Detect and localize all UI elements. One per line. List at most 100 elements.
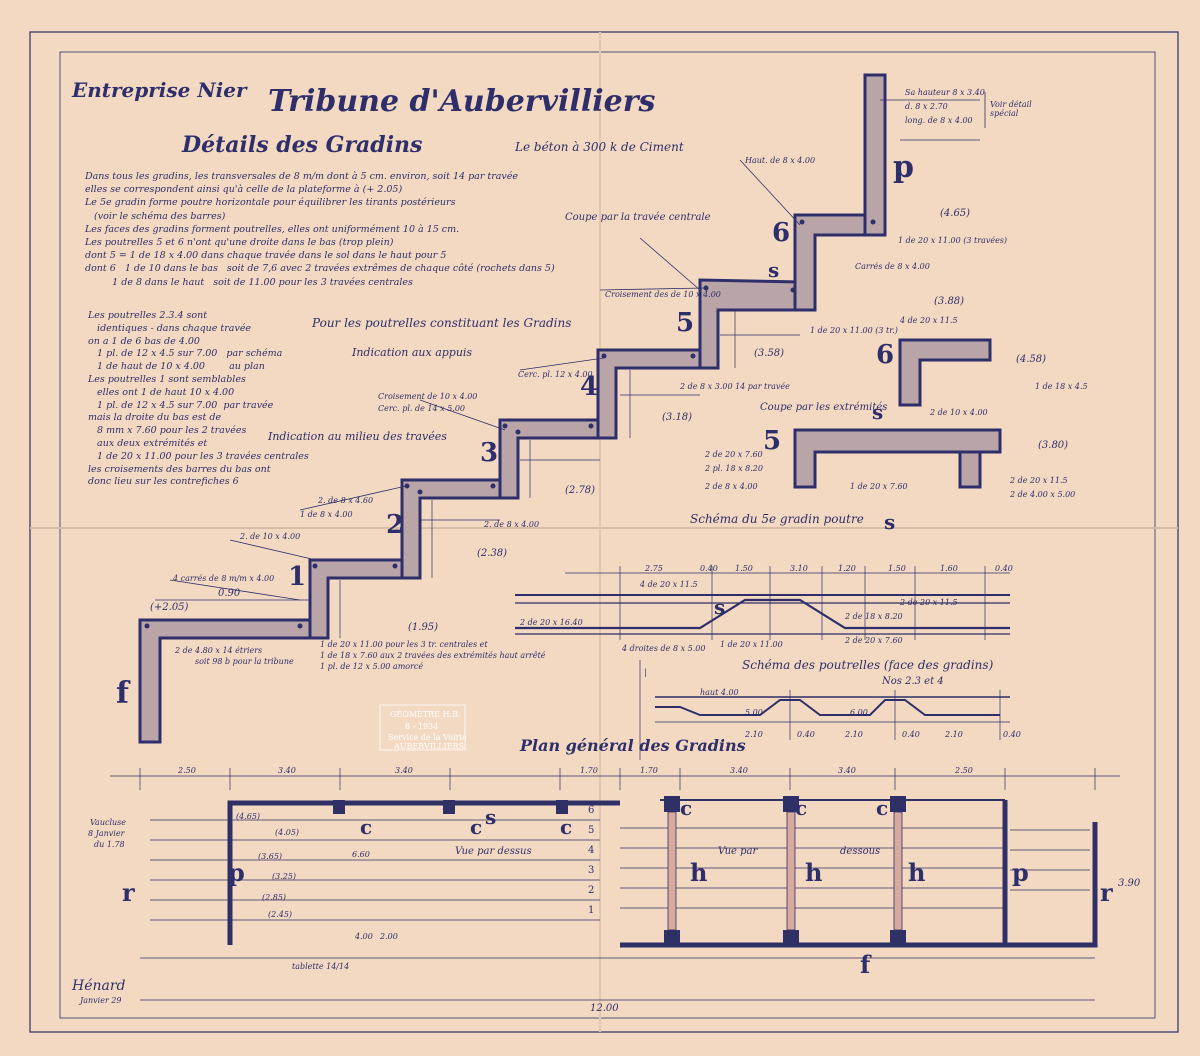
schema-bar: 2 de 20 x 16.40 [520, 618, 583, 627]
label-vue-dessus-right-a: Vue par [718, 846, 758, 857]
schema-dim: 1.60 [940, 564, 958, 573]
level-2-05: (+2.05) [150, 602, 189, 613]
schema-dim: 0.40 [995, 564, 1013, 573]
poutrelle-dim: 6.00 [850, 708, 868, 717]
label-vue-dessus-left: Vue par dessus [455, 846, 532, 857]
stamp-line: Service de la Voirie [388, 733, 467, 742]
schema-bar: 4 droites de 8 x 5.00 [622, 644, 706, 653]
rebar-label: 2. de 8 x 4.00 [484, 520, 540, 529]
plan-row-level: (2.85) [262, 893, 287, 902]
schema-poutrelles [655, 690, 1010, 740]
rebar-label: 1 de 18 x 7.60 aux 2 travées des extrémi… [320, 651, 546, 660]
rebar-label: 2 de 4.80 x 14 étriers [175, 646, 263, 655]
plan-note: 4.00 [355, 932, 373, 941]
plan-dim-top: 1.70 [580, 766, 598, 775]
plan-dim-top: 3.40 [838, 766, 856, 775]
level-3-18: (3.18) [662, 412, 693, 423]
signature-date: Janvier 29 [80, 996, 122, 1005]
plan-letter-p: p [1012, 858, 1029, 887]
poutrelle-dim: 2.10 [945, 730, 963, 739]
stair-step-4 [596, 348, 702, 440]
end-section-5 [793, 428, 1002, 489]
label-coupe-travee: Coupe par la travée centrale [565, 212, 711, 223]
plan-note: 2.00 [380, 932, 398, 941]
poutrelle-dim: 2.10 [745, 730, 763, 739]
rebar-label: 2. de 8 x 4.60 [318, 496, 374, 505]
schema-bar: 4 de 20 x 11.5 [640, 580, 698, 589]
step-number-5: 5 [676, 308, 695, 338]
leader-lines [169, 92, 986, 601]
step-number-2: 2 [386, 510, 405, 540]
plan-letter-c: c [560, 815, 573, 839]
rebar-label: 1 de 20 x 11.00 pour les 3 tr. centrales… [320, 640, 488, 649]
plan-letter-s: s [485, 805, 497, 829]
stair-step-1 [308, 558, 404, 640]
axe-tribune-label: | [644, 668, 647, 677]
plan-letter-h: h [908, 858, 926, 887]
schema-dim: 3.10 [790, 564, 808, 573]
signature: Hénard [72, 978, 126, 994]
poutrelle-dim: 2.10 [845, 730, 863, 739]
stamp-line: AUBERVILLIERS [394, 742, 465, 751]
rebar-label: 2. de 10 x 4.00 [240, 532, 301, 541]
concrete-note: Le béton à 300 k de Ciment [515, 140, 684, 154]
rebar-label: 2 de 10 x 4.00 [930, 408, 988, 417]
rebar-label: 1 de 18 x 4.5 [1035, 382, 1088, 391]
plan-dim-top: 2.50 [178, 766, 196, 775]
schema-bar: 2 de 18 x 8.20 [845, 612, 903, 621]
rebar-label: 2 de 8 x 4.00 [705, 482, 758, 491]
step-number-1: 1 [288, 562, 307, 592]
stamp-line: 8 - 1934 [405, 722, 439, 731]
rebar-label: 2 de 20 x 11.5 [1010, 476, 1068, 485]
poutrelles-notes: Les poutrelles 2.3.4 sont identiques - d… [88, 310, 309, 488]
end-step-number-5: 5 [763, 426, 782, 456]
plan-dim-top: 3.40 [278, 766, 296, 775]
label-indication-appui: Indication aux appuis [352, 346, 473, 359]
plan-letter-r: r [1100, 878, 1113, 907]
label-schema-5e-gradin: Schéma du 5e gradin poutre [690, 512, 864, 526]
step-number-4: 4 [580, 372, 599, 402]
stair-landing-f [138, 618, 312, 744]
level-4-58: (4.58) [1016, 354, 1047, 365]
poutrelle-dim: haut 4.00 [700, 688, 739, 697]
rebar-label: 2 pl. 18 x 8.20 [705, 464, 763, 473]
stamp [379, 704, 466, 751]
drawing-title: Tribune d'Aubervilliers [268, 84, 656, 119]
plan-depth: 3.90 [1118, 878, 1141, 889]
schema-dim: 1.50 [888, 564, 906, 573]
level-1-95: (1.95) [408, 622, 439, 633]
level-2-38: (2.38) [477, 548, 508, 559]
schema-dim: 0.40 [700, 564, 718, 573]
poutrelle-dim: 0.40 [1003, 730, 1021, 739]
rebar-label: long. de 8 x 4.00 [905, 116, 973, 125]
rebar-label: 2 de 8 x 3.00 14 par travée [680, 382, 790, 391]
poutrelle-dim: 5.00 [745, 708, 763, 717]
company-name: Entreprise Nier [72, 78, 247, 102]
sheet-border [29, 31, 1179, 1033]
rebar-label: 1 de 20 x 11.00 (3 travées) [898, 236, 1008, 245]
schema-dim: 1.20 [838, 564, 856, 573]
poutrelle-dim: 0.40 [902, 730, 920, 739]
schema-bar: 2 de 20 x 7.60 [845, 636, 903, 645]
end-step-letter-s: s [872, 400, 884, 424]
plan-row-level: (4.65) [236, 812, 261, 821]
plan-note: tablette 14/14 [292, 962, 350, 971]
end-step-number-6: 6 [876, 340, 895, 370]
plan-letter-c: c [680, 796, 693, 820]
rebar-label: Haut. de 8 x 4.00 [745, 156, 816, 165]
step-number-6: 6 [772, 218, 791, 248]
rebar-label: 1 de 8 x 4.00 [300, 510, 353, 519]
rebar-label: 0.90 [218, 588, 241, 599]
plan-row-number: 3 [588, 865, 595, 876]
label-vue-dessus-right-b: dessous [840, 846, 881, 857]
plan-general [110, 768, 1120, 1001]
plan-dim-top: 2.50 [955, 766, 973, 775]
label-schema-poutrelles: Schéma des poutrelles (face des gradins) [742, 658, 994, 672]
rebar-label: Voir détail spécial [990, 100, 1032, 118]
stamp-line: GÉOMÈTRE H.B. [390, 710, 461, 719]
schema-bar: 2 de 20 x 11.5 [900, 598, 958, 607]
plan-dim-top: 3.40 [395, 766, 413, 775]
level-4-65: (4.65) [940, 208, 971, 219]
rebar-label: 1 de 20 x 11.00 (3 tr.) [810, 326, 898, 335]
